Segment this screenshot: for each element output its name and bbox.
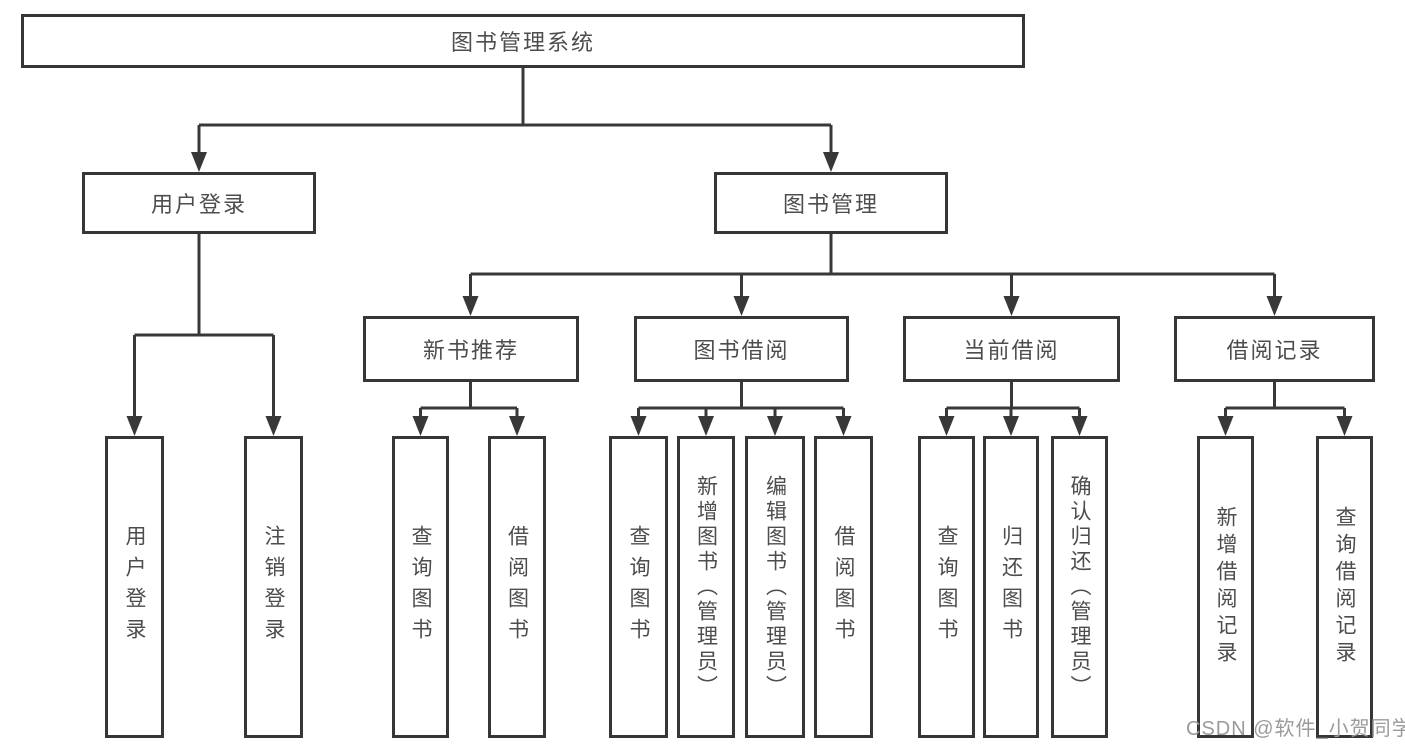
arrowhead-icon [1336,416,1353,436]
arrowhead-icon [462,296,479,316]
arrowhead-icon [1003,296,1020,316]
node-user-login: 用户登录 [82,172,316,234]
leaf-logout: 注销登录 [244,436,303,738]
leaf-confirm-return-admin: 确认归还（管理员） [1051,436,1108,738]
connector-current-to-leaves [945,382,1081,422]
arrowhead-icon [126,416,143,436]
node-library-management-system: 图书管理系统 [21,14,1025,68]
arrowhead-icon [1217,416,1234,436]
arrowhead-icon [191,152,207,172]
node-borrowing-records: 借阅记录 [1174,316,1375,382]
connector-userlogin-to-leaves [133,234,275,422]
connector-root-to-level2 [197,68,833,158]
arrowhead-icon [835,416,852,436]
leaf-query-books-recommend: 查询图书 [392,436,449,738]
leaf-add-borrow-record: 新增借阅记录 [1197,436,1254,738]
leaf-add-books-admin: 新增图书（管理员） [677,436,735,738]
csdn-watermark: CSDN @软件_小贺同学 [1186,718,1405,740]
arrowhead-icon [509,416,525,436]
arrowhead-icon [1003,416,1019,436]
node-current-borrowing: 当前借阅 [903,316,1120,382]
arrowhead-icon [938,416,955,436]
leaf-edit-books-admin: 编辑图书（管理员） [745,436,805,738]
leaf-query-books-borrowing: 查询图书 [609,436,668,738]
arrowhead-icon [733,296,750,316]
leaf-user-login: 用户登录 [105,436,164,738]
node-book-borrowing: 图书借阅 [634,316,849,382]
node-new-book-recommend: 新书推荐 [363,316,579,382]
arrowhead-icon [823,152,839,172]
connector-borrowing-to-leaves [637,382,845,422]
connector-bookmgmt-to-level3 [469,234,1276,302]
node-book-management: 图书管理 [714,172,948,234]
arrowhead-icon [630,416,647,436]
connector-records-to-leaves [1224,382,1346,422]
leaf-query-borrow-record: 查询借阅记录 [1316,436,1373,738]
leaf-return-books: 归还图书 [983,436,1039,738]
leaf-borrow-books-borrowing: 借阅图书 [814,436,873,738]
arrowhead-icon [698,416,714,436]
arrowhead-icon [412,416,429,436]
connector-newbook-to-leaves [419,382,519,422]
arrowhead-icon [1071,416,1088,436]
arrowhead-icon [1266,296,1283,316]
arrowhead-icon [767,416,783,436]
leaf-query-books-current: 查询图书 [918,436,975,738]
arrowhead-icon [265,416,282,436]
leaf-borrow-books-recommend: 借阅图书 [488,436,546,738]
